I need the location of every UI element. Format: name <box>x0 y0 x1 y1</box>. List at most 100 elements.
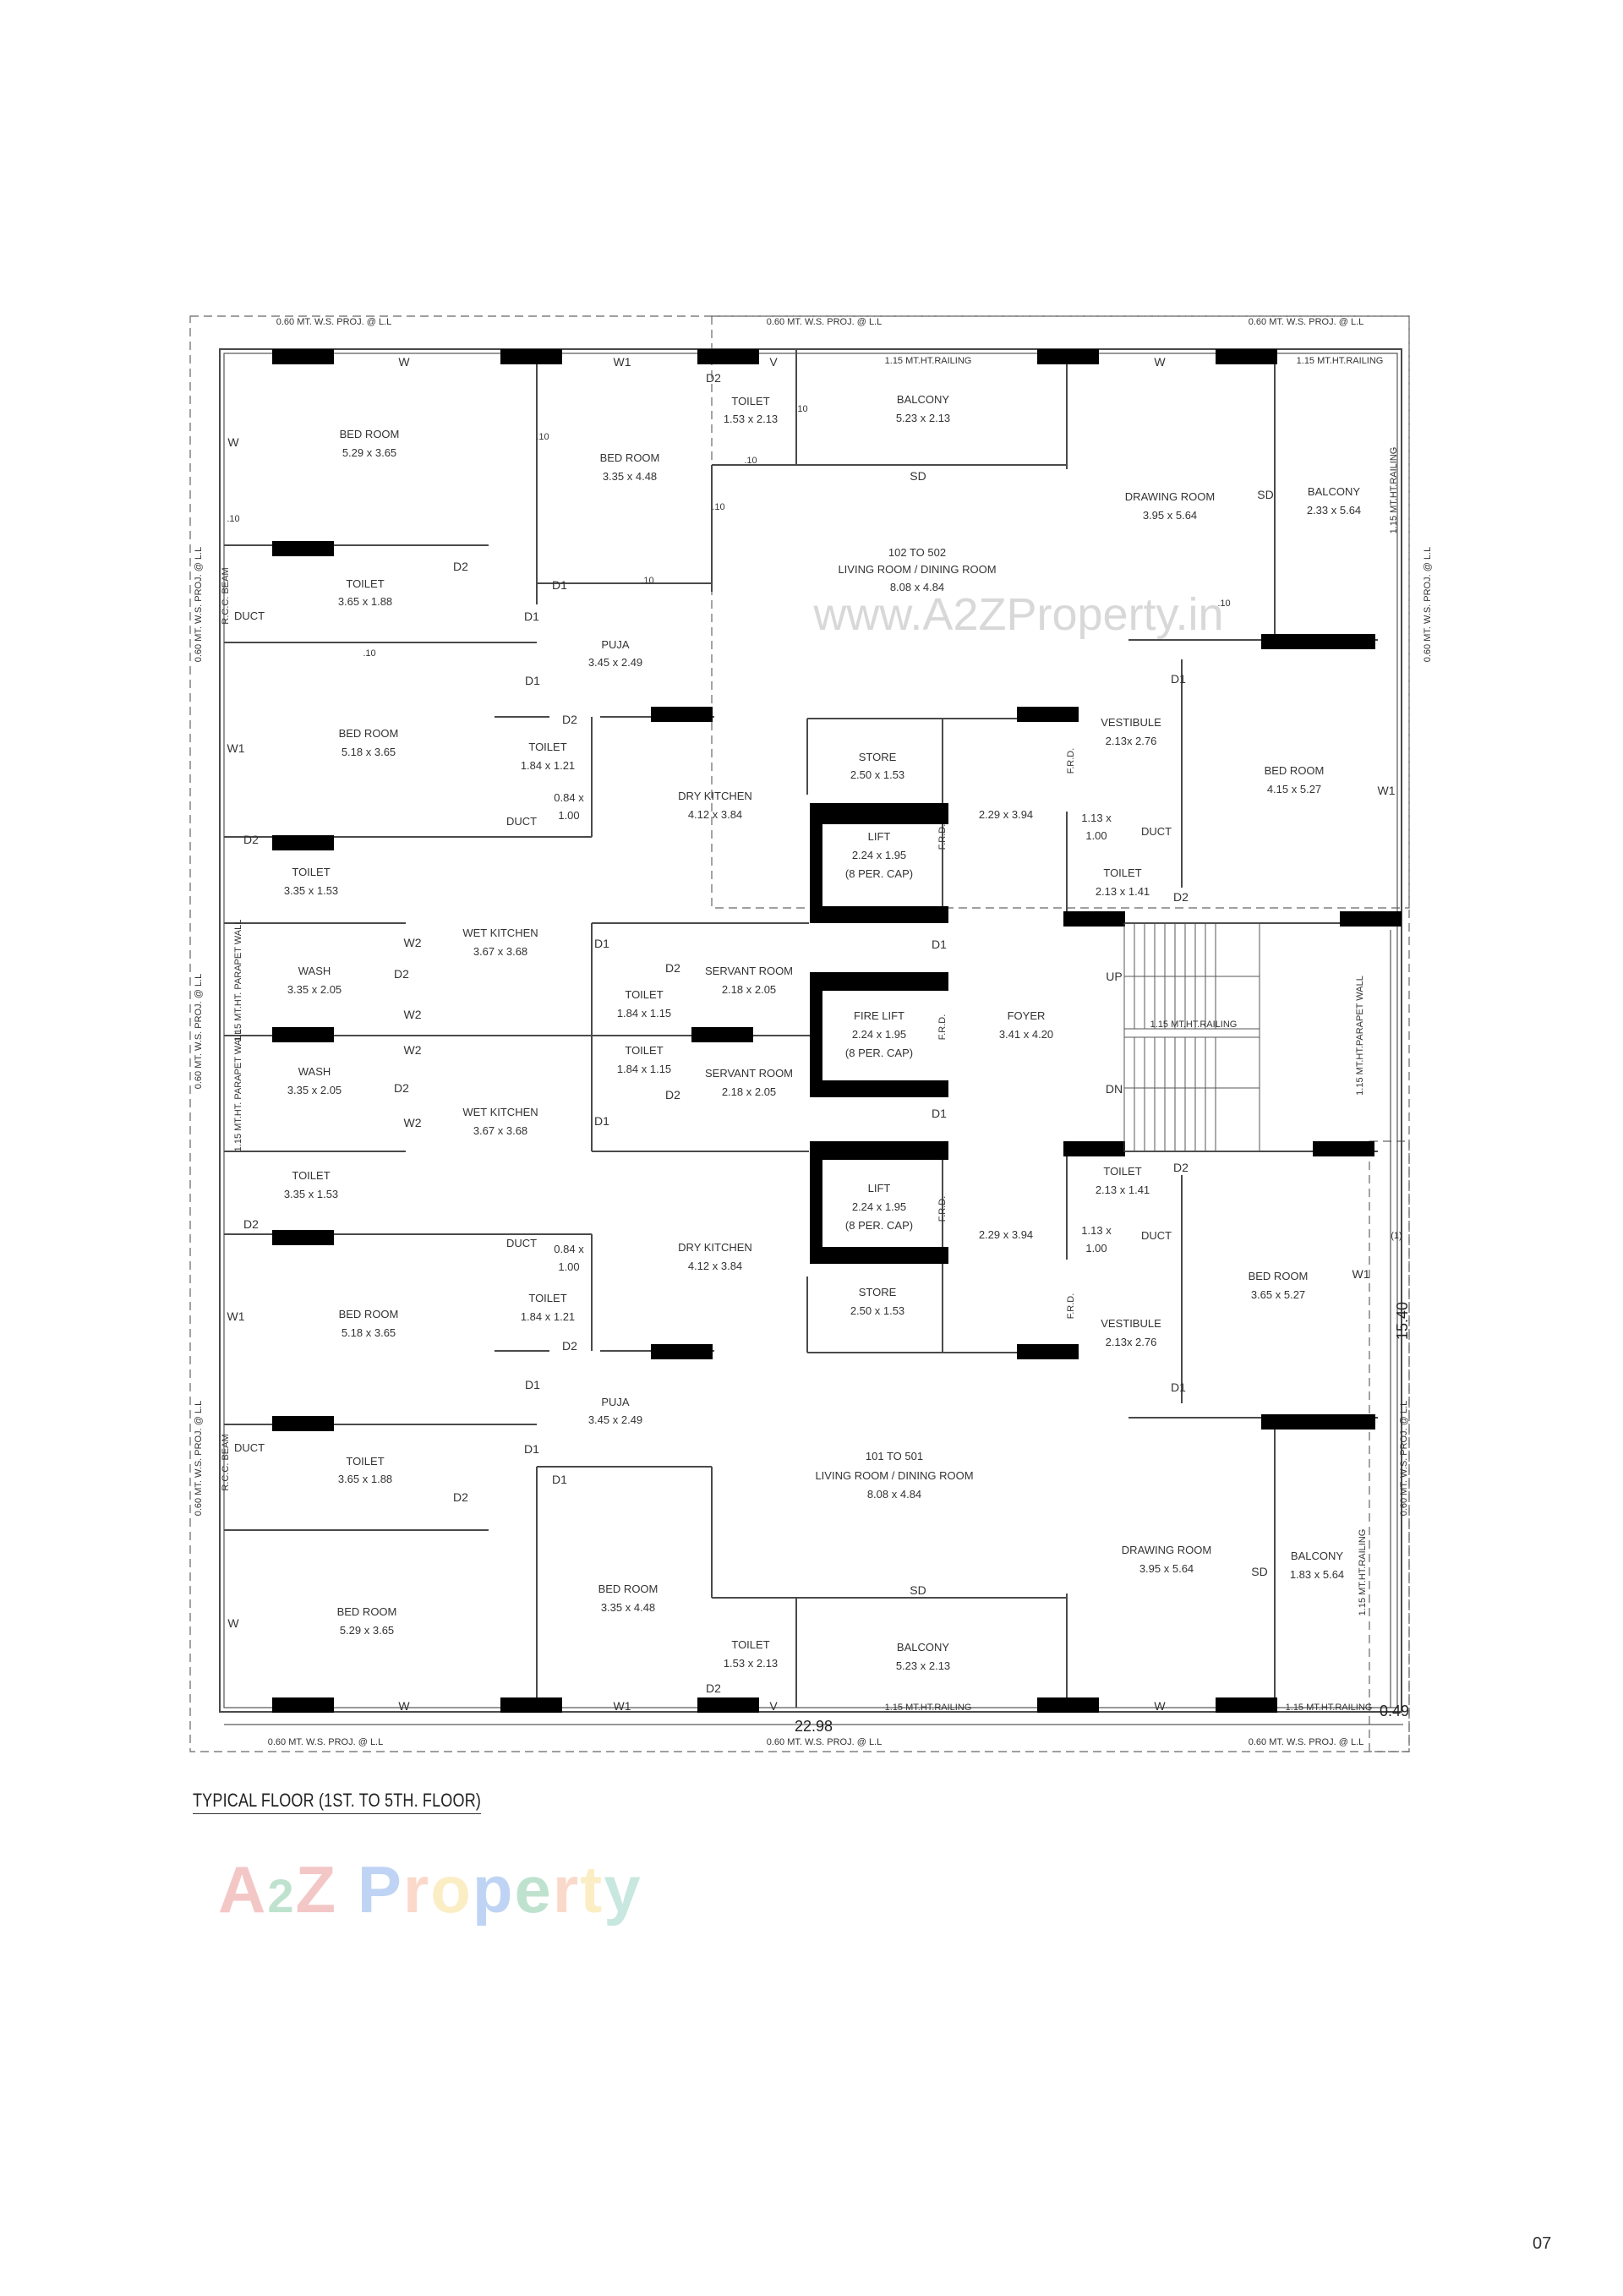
room-label: VESTIBULE <box>1101 716 1161 729</box>
room-label: WET KITCHEN <box>462 927 538 939</box>
offset-dimension: 0.49 <box>1380 1703 1409 1719</box>
room-dim: 3.41 x 4.20 <box>999 1028 1053 1041</box>
room-label: LIVING ROOM / DINING ROOM <box>815 1469 973 1482</box>
svg-text:W2: W2 <box>404 936 422 949</box>
svg-text:W1: W1 <box>614 1699 631 1713</box>
svg-text:.10: .10 <box>744 456 757 466</box>
room-label: WASH <box>298 1065 331 1078</box>
svg-text:D2: D2 <box>1173 890 1189 904</box>
logo-letter: r <box>402 1852 431 1927</box>
svg-text:W1: W1 <box>614 355 631 369</box>
room-label: TOILET <box>1103 1165 1141 1178</box>
svg-text:SD: SD <box>910 1583 926 1597</box>
duct-label: DUCT <box>506 815 537 828</box>
room-label: BED ROOM <box>1265 764 1325 777</box>
room-label: WET KITCHEN <box>462 1106 538 1118</box>
room-label: BED ROOM <box>600 451 660 464</box>
brand-logo-watermark: A2Z Property <box>218 1851 642 1928</box>
room-dim: 3.35 x 4.48 <box>603 470 657 483</box>
room-dim: 8.08 x 4.84 <box>890 581 944 593</box>
railing-label-vertical: 1.15 MT.HT.RAILING <box>1389 447 1399 534</box>
grid-marker: (1) <box>1391 1231 1402 1241</box>
ws-proj-label-vertical: 0.60 MT. W.S. PROJ. @ L.L <box>194 547 204 663</box>
svg-text:D1: D1 <box>525 1378 540 1391</box>
room-label: BED ROOM <box>1249 1270 1309 1282</box>
duct-label: DUCT <box>506 1237 537 1249</box>
ws-proj-label-vertical: 0.60 MT. W.S. PROJ. @ L.L <box>1399 1401 1409 1517</box>
room-dim: 2.24 x 1.95 <box>852 1028 906 1041</box>
room-dim: 0.84 x <box>554 791 584 804</box>
room-dim: 8.08 x 4.84 <box>867 1488 921 1501</box>
projection-outline-top-right <box>711 315 1410 909</box>
room-label: TOILET <box>292 1169 330 1182</box>
frd-label: F.R.D. <box>937 824 948 850</box>
svg-text:W2: W2 <box>404 1116 422 1129</box>
room-label: BALCONY <box>1308 485 1360 498</box>
room-dim: 1.00 <box>1085 1242 1107 1255</box>
room-dim: 1.84 x 1.21 <box>521 759 575 772</box>
svg-text:.10: .10 <box>536 432 549 442</box>
svg-text:D2: D2 <box>665 1088 680 1102</box>
svg-text:D1: D1 <box>932 1107 947 1120</box>
svg-text:SD: SD <box>1251 1565 1267 1578</box>
svg-text:SD: SD <box>910 469 926 483</box>
svg-text:D1: D1 <box>552 1473 567 1486</box>
svg-text:D2: D2 <box>394 1081 409 1095</box>
room-dim: 1.84 x 1.15 <box>617 1063 671 1075</box>
railing-label: 1.15 MT.HT.RAILING <box>1286 1703 1373 1713</box>
unit-label: 102 TO 502 <box>888 546 946 559</box>
room-dim: 3.35 x 1.53 <box>284 884 338 897</box>
room-dim: 2.13x 2.76 <box>1106 735 1157 747</box>
room-dim: 1.00 <box>558 1260 579 1273</box>
svg-text:W: W <box>398 355 410 369</box>
logo-letter: e <box>514 1852 553 1927</box>
room-label: TOILET <box>346 1455 384 1468</box>
svg-text:.10: .10 <box>363 648 375 659</box>
room-dim: 2.50 x 1.53 <box>850 768 904 781</box>
svg-text:D2: D2 <box>665 961 680 975</box>
width-dimension: 22.98 <box>795 1718 833 1735</box>
room-dim: 3.45 x 2.49 <box>588 656 642 669</box>
svg-text:.10: .10 <box>641 576 653 586</box>
room-dim: 4.15 x 5.27 <box>1267 783 1321 795</box>
svg-text:V: V <box>769 355 778 369</box>
logo-letter: p <box>472 1852 515 1927</box>
ws-proj-label: 0.60 MT. W.S. PROJ. @ L.L <box>268 1737 384 1747</box>
room-label: BALCONY <box>1291 1550 1343 1562</box>
room-label: PUJA <box>601 638 630 651</box>
room-label: BALCONY <box>897 1641 949 1654</box>
room-label: FIRE LIFT <box>854 1009 904 1022</box>
room-label: DRY KITCHEN <box>678 790 752 802</box>
room-dim: 3.35 x 4.48 <box>601 1601 655 1614</box>
frd-label: F.R.D. <box>1066 748 1076 774</box>
svg-text:D2: D2 <box>453 560 468 573</box>
stair-down-label: DN <box>1106 1082 1123 1096</box>
room-dim: 5.23 x 2.13 <box>896 412 950 424</box>
watermark-url: www.A2ZProperty.in <box>812 589 1223 640</box>
room-dim: 2.24 x 1.95 <box>852 849 906 861</box>
room-dim: 3.35 x 1.53 <box>284 1188 338 1200</box>
railing-label: 1.15 MT.HT.RAILING <box>1297 356 1384 366</box>
room-dim: 5.23 x 2.13 <box>896 1659 950 1672</box>
ws-proj-label: 0.60 MT. W.S. PROJ. @ L.L <box>767 317 883 327</box>
room-dim: 2.24 x 1.95 <box>852 1200 906 1213</box>
svg-text:D2: D2 <box>1173 1161 1189 1174</box>
duct-label: DUCT <box>1141 1229 1172 1242</box>
svg-text:.10: .10 <box>227 514 239 524</box>
stair-up-label: UP <box>1106 970 1122 983</box>
room-label: TOILET <box>1103 866 1141 879</box>
room-dim: 1.84 x 1.15 <box>617 1007 671 1020</box>
plan-title: TYPICAL FLOOR (1ST. TO 5TH. FLOOR) <box>193 1790 482 1814</box>
ws-proj-label: 0.60 MT. W.S. PROJ. @ L.L <box>1249 317 1364 327</box>
room-label: TOILET <box>292 866 330 878</box>
room-dim: 3.67 x 3.68 <box>473 945 527 958</box>
room-label: BED ROOM <box>339 727 399 740</box>
room-dim: 3.35 x 2.05 <box>287 983 342 996</box>
svg-text:W2: W2 <box>404 1008 422 1021</box>
room-label: TOILET <box>346 577 384 590</box>
staircase[interactable] <box>1123 922 1260 1152</box>
lift-capacity: (8 PER. CAP) <box>845 1219 913 1232</box>
room-dim: 1.00 <box>1085 829 1107 842</box>
room-label: LIVING ROOM / DINING ROOM <box>838 563 996 576</box>
svg-text:D1: D1 <box>524 1442 539 1456</box>
